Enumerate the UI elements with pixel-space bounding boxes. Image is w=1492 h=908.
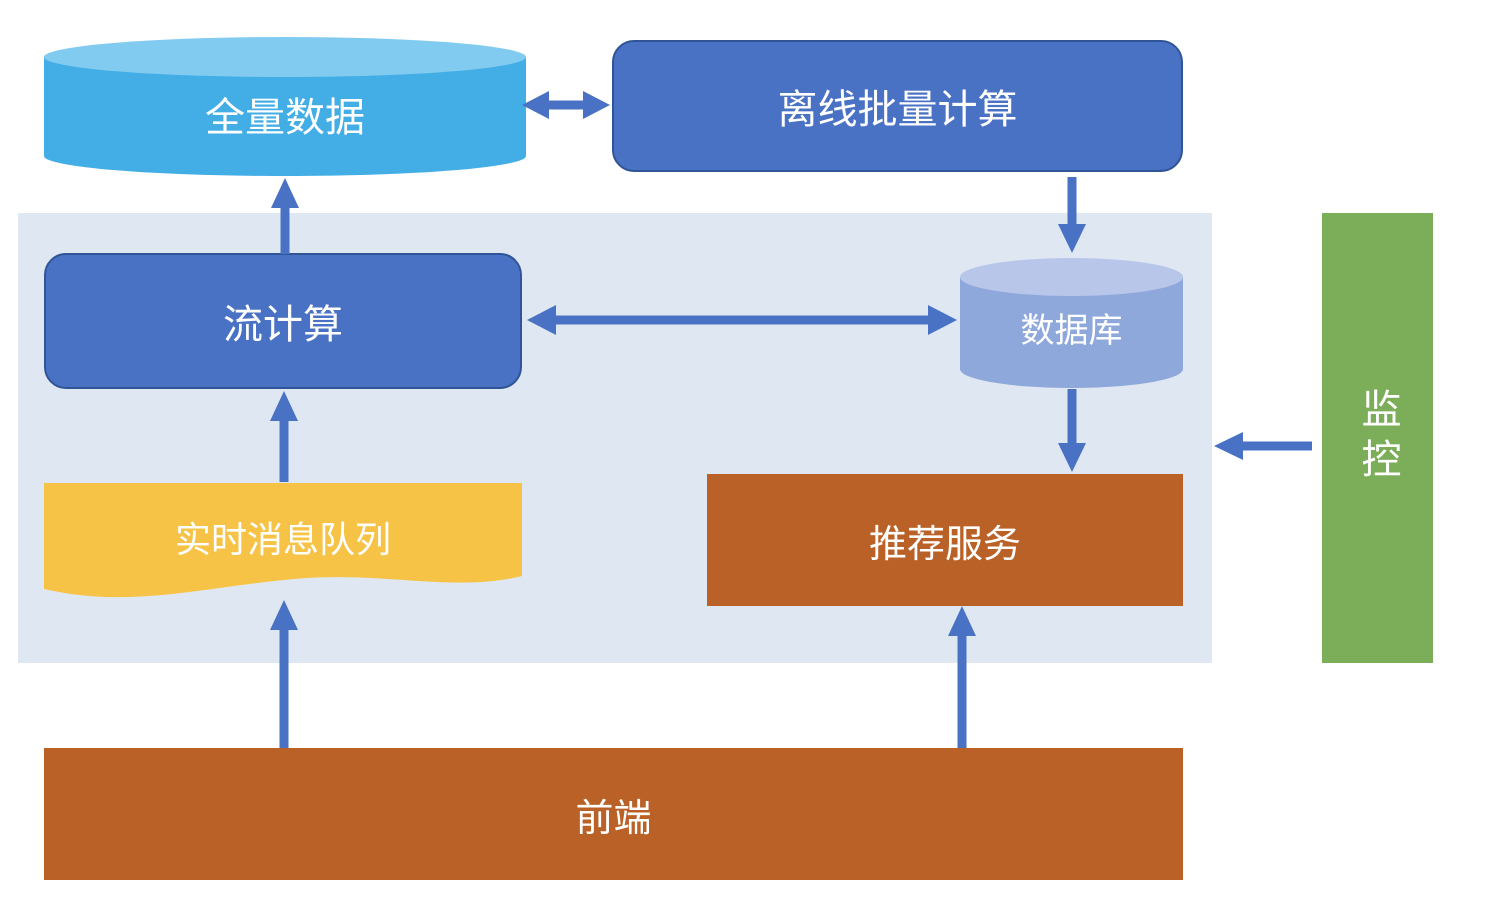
node-database: 数据库 <box>960 258 1183 388</box>
arrow-stream-fulldata <box>271 178 299 254</box>
node-monitor-label: 监控 <box>1355 388 1400 488</box>
node-recommend-service: 推荐服务 <box>707 474 1183 606</box>
node-stream-compute: 流计算 <box>44 253 522 389</box>
node-full-data-label: 全量数据 <box>205 96 365 140</box>
cylinder-shape <box>44 37 526 176</box>
node-frontend: 前端 <box>44 748 1183 880</box>
arrow-queue-stream <box>270 391 298 482</box>
node-monitor: 监控 <box>1322 213 1433 663</box>
arrow-frontend-recommend <box>948 606 976 748</box>
node-full-data: 全量数据 <box>44 37 526 176</box>
node-frontend-label: 前端 <box>575 797 652 840</box>
arrow-database-recommend <box>1058 389 1086 472</box>
arrow-frontend-queue <box>270 600 298 748</box>
node-recommend-service-label: 推荐服务 <box>868 523 1021 566</box>
node-offline-batch: 离线批量计算 <box>612 40 1183 172</box>
arrow-monitor-platform <box>1214 432 1312 460</box>
node-realtime-queue: 实时消息队列 <box>44 483 522 609</box>
arrow-fulldata-offline <box>522 91 610 119</box>
arrow-stream-database <box>527 305 957 335</box>
node-stream-compute-label: 流计算 <box>223 303 343 347</box>
node-realtime-queue-label: 实时消息队列 <box>174 519 391 560</box>
cylinder-shape <box>960 258 1183 388</box>
node-database-label: 数据库 <box>1020 312 1123 350</box>
node-offline-batch-label: 离线批量计算 <box>777 88 1018 132</box>
arrow-offline-database <box>1058 177 1086 253</box>
document-shape <box>44 483 522 598</box>
